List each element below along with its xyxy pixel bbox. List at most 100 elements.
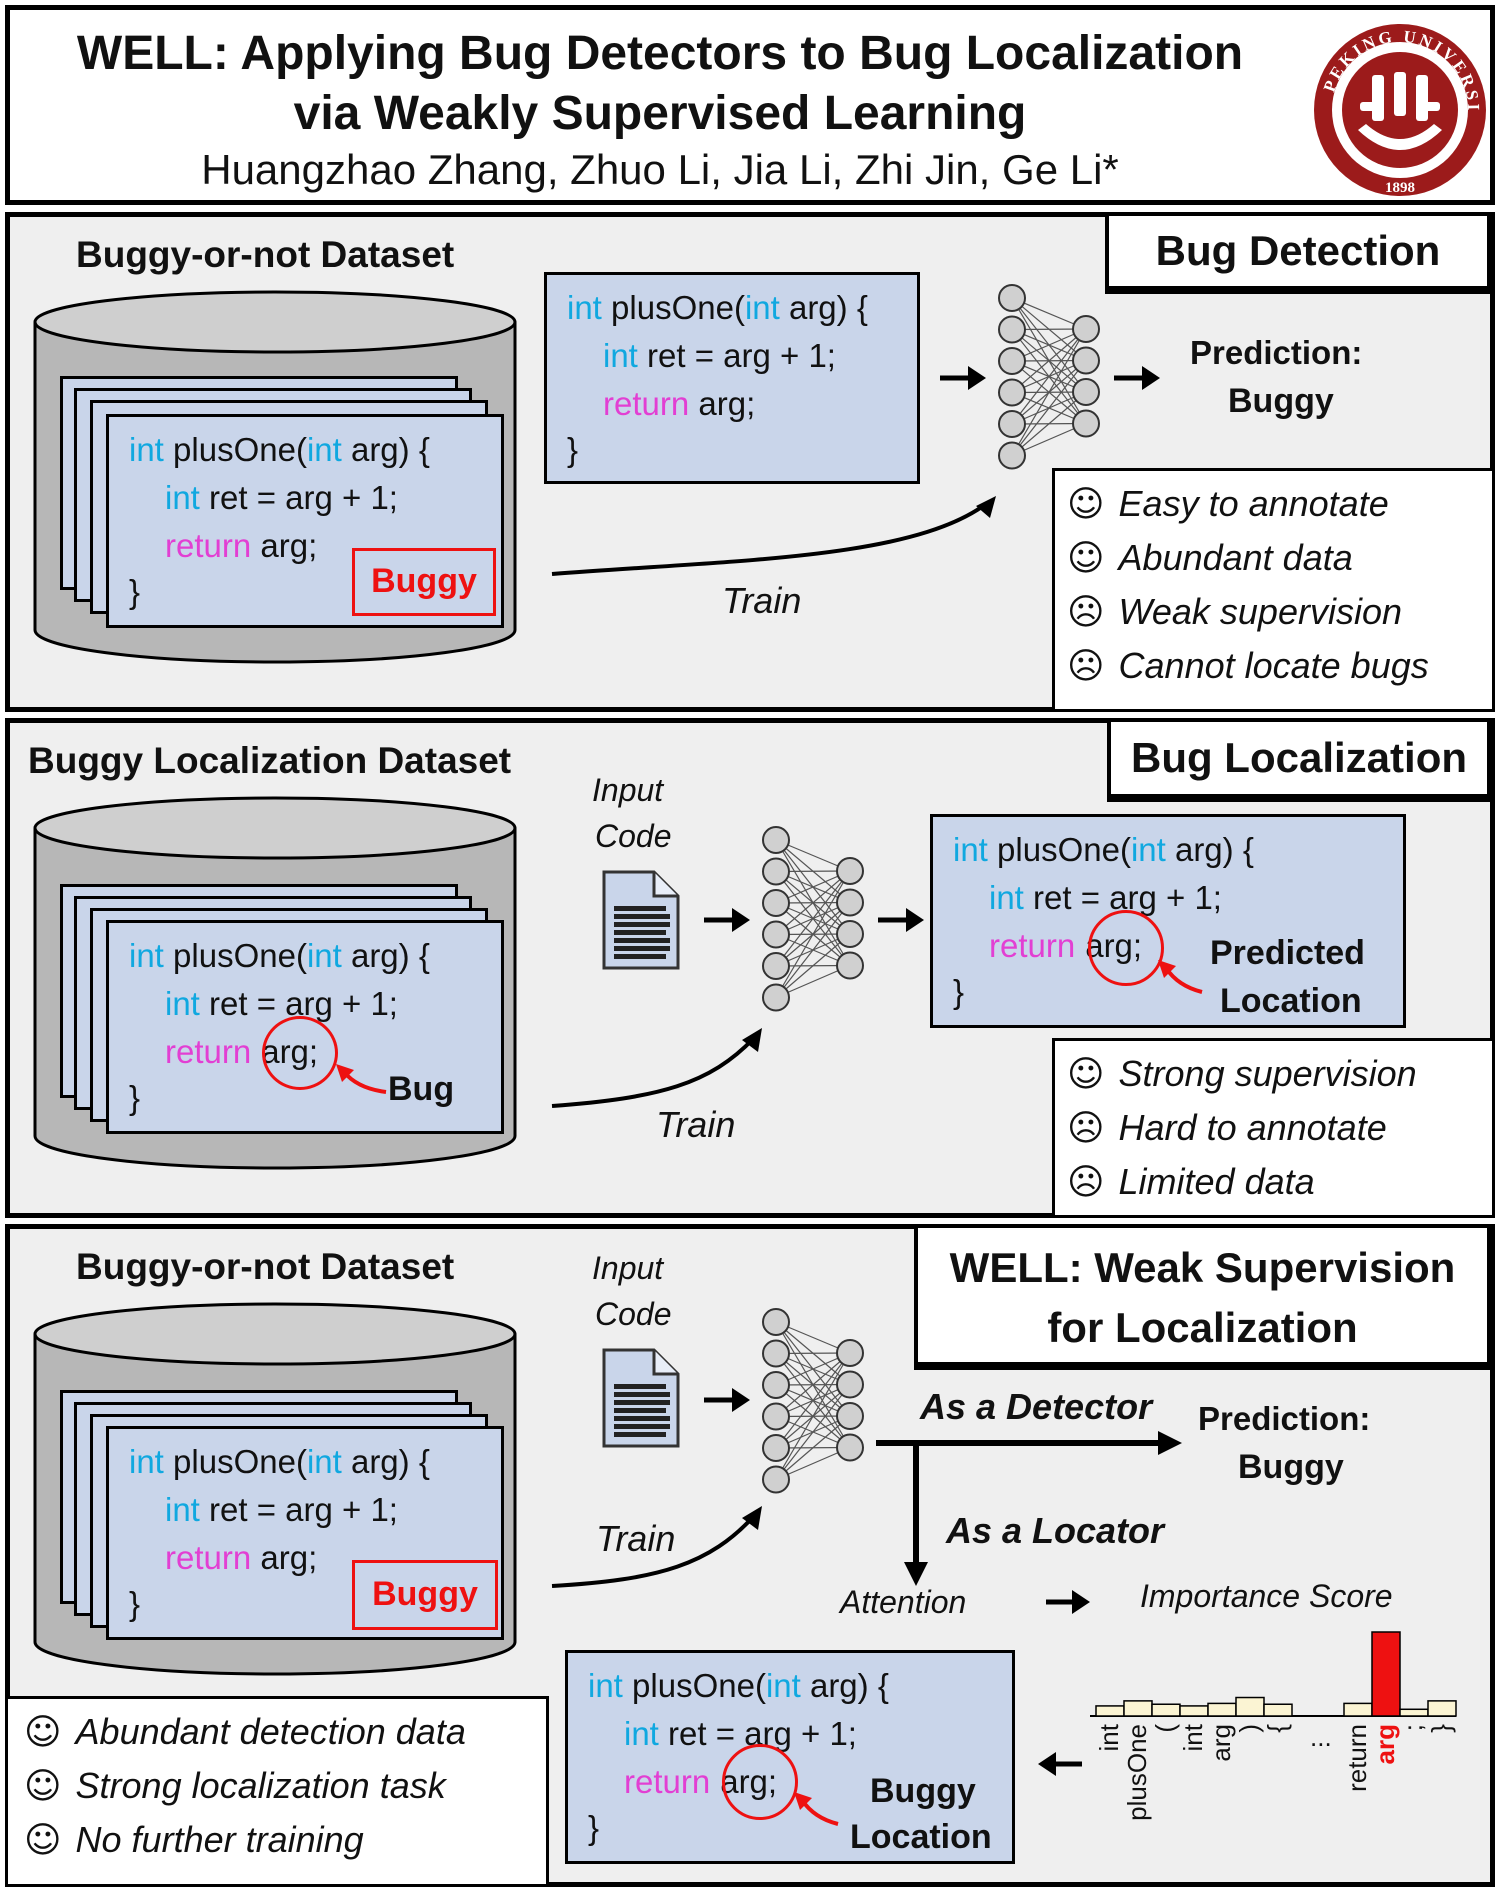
con-item: ☹Limited data [1067, 1161, 1315, 1203]
con-item: ☹Hard to annotate [1067, 1107, 1387, 1149]
chart-tick-label: arg [1206, 1724, 1236, 1762]
buggy-location-code-card: int plusOne(int arg) { int ret = arg + 1… [565, 1650, 1015, 1864]
importance-bar [1179, 1705, 1209, 1717]
prediction-label: Prediction: [1190, 334, 1363, 371]
code-card: int plusOne(int arg) { int ret = arg + 1… [106, 920, 504, 1134]
predicted-code-card: int plusOne(int arg) { int ret = arg + 1… [930, 814, 1406, 1028]
predicted-circle [1088, 910, 1164, 986]
importance-bar [1235, 1696, 1265, 1717]
title-line-1: WELL: Applying Bug Detectors to Bug Loca… [76, 27, 1244, 80]
neural-network-icon [762, 826, 864, 1012]
con-item: ☹Weak supervision [1067, 591, 1402, 633]
chart-tick-label: plusOne [1122, 1724, 1152, 1821]
train-label: Train [656, 1104, 736, 1145]
predicted-location-label: Location [1220, 982, 1362, 1020]
importance-bar [1207, 1702, 1237, 1717]
frown-icon: ☹ [1067, 646, 1105, 687]
prediction-value: Buggy [1228, 382, 1334, 420]
arrow-right-icon [1114, 366, 1160, 390]
document-icon [602, 870, 680, 970]
chart-tick-label: ) [1234, 1724, 1264, 1733]
smile-icon: ☺ [1067, 538, 1105, 579]
code-card: int plusOne(int arg) { int ret = arg + 1… [106, 1426, 504, 1640]
input-label: Code [595, 1296, 672, 1332]
buggy-location-label: Location [850, 1818, 992, 1856]
smile-icon: ☺ [24, 1766, 62, 1807]
document-icon [602, 1348, 680, 1448]
authors: Huangzhao Zhang, Zhuo Li, Jia Li, Zhi Ji… [201, 146, 1119, 193]
arrow-right-icon [704, 1388, 750, 1412]
pros-cons-box: ☺Easy to annotate ☺Abundant data ☹Weak s… [1052, 468, 1495, 712]
train-label: Train [596, 1518, 676, 1559]
train-arrow [551, 496, 996, 576]
importance-bar [1263, 1703, 1293, 1717]
train-label: Train [722, 580, 802, 621]
smile-icon: ☺ [1067, 484, 1105, 525]
dataset-label: Buggy-or-not Dataset [76, 1246, 455, 1287]
importance-bar [1123, 1700, 1153, 1717]
chart-tick-label: ( [1150, 1724, 1180, 1733]
peking-university-logo: PEKING UNIVERSITY 1898 [1302, 5, 1486, 196]
chart-tick-label: ; [1398, 1724, 1428, 1731]
buggy-badge: Buggy [352, 548, 496, 616]
pro-item: ☺No further training [24, 1819, 364, 1861]
importance-bar [1095, 1705, 1125, 1717]
train-arrow [551, 1506, 762, 1588]
tag-bug-localization: Bug Localization [1107, 718, 1495, 802]
con-item: ☹Cannot locate bugs [1067, 645, 1429, 687]
importance-bar [1151, 1703, 1181, 1717]
buggy-location-label: Buggy [870, 1772, 976, 1810]
pro-item: ☺Strong supervision [1067, 1053, 1417, 1095]
pro-item: ☺Easy to annotate [1067, 483, 1389, 525]
as-detector-label: As a Detector [920, 1386, 1153, 1427]
curved-arrow-icon [794, 1792, 839, 1826]
frown-icon: ☹ [1067, 592, 1105, 633]
bug-circle [262, 1016, 338, 1090]
chart-tick-label: int [1094, 1723, 1124, 1751]
pro-item: ☺Strong localization task [24, 1765, 446, 1807]
pros-box: ☺Abundant detection data ☺Strong localiz… [5, 1696, 549, 1887]
input-label: Input [592, 1250, 664, 1286]
importance-bar [1399, 1708, 1429, 1717]
importance-bar [1371, 1631, 1401, 1717]
dataset-label: Buggy-or-not Dataset [76, 234, 455, 275]
as-locator-label: As a Locator [946, 1510, 1165, 1551]
smile-icon: ☺ [1067, 1054, 1105, 1095]
logo-year: 1898 [1385, 180, 1415, 196]
arrow-right-icon [878, 908, 924, 932]
title-line-2: via Weakly Supervised Learning [293, 87, 1027, 140]
chart-title: Importance Score [1140, 1578, 1393, 1614]
arrow-right-icon [940, 366, 986, 390]
smile-icon: ☺ [24, 1820, 62, 1861]
chart-tick-label: arg [1370, 1724, 1400, 1764]
header-panel: WELL: Applying Bug Detectors to Bug Loca… [5, 5, 1495, 205]
neural-network-icon [762, 1308, 864, 1494]
tag-well: WELL: Weak Supervision for Localization [914, 1224, 1495, 1370]
dataset-label: Buggy Localization Dataset [28, 740, 512, 781]
input-label: Code [595, 818, 672, 854]
chart-tick-label: } [1426, 1724, 1456, 1733]
train-arrow [551, 1028, 762, 1108]
arrow-right-icon [704, 908, 750, 932]
curved-arrow-icon [1158, 960, 1203, 994]
bug-label: Bug [388, 1070, 455, 1108]
smile-icon: ☺ [24, 1712, 62, 1753]
importance-bar [1427, 1700, 1457, 1717]
importance-bar [1343, 1702, 1373, 1717]
tag-bug-detection: Bug Detection [1105, 212, 1495, 294]
detector-locator-arrows [876, 1431, 1182, 1586]
chart-tick-label: return [1342, 1724, 1372, 1792]
input-label: Input [592, 772, 664, 808]
arrow-right-icon [1046, 1590, 1090, 1614]
chart-tick-label: int [1178, 1723, 1208, 1751]
neural-network-icon [998, 284, 1100, 470]
chart-tick-label: ... [1310, 1722, 1332, 1752]
pros-cons-box: ☺Strong supervision ☹Hard to annotate ☹L… [1052, 1038, 1495, 1218]
frown-icon: ☹ [1067, 1162, 1105, 1203]
predicted-location-label: Predicted [1210, 934, 1365, 972]
code-card: int plusOne(int arg) { int ret = arg + 1… [106, 414, 504, 628]
pro-item: ☺Abundant data [1067, 537, 1353, 579]
buggy-location-circle [722, 1744, 798, 1820]
pro-item: ☺Abundant detection data [24, 1711, 466, 1753]
